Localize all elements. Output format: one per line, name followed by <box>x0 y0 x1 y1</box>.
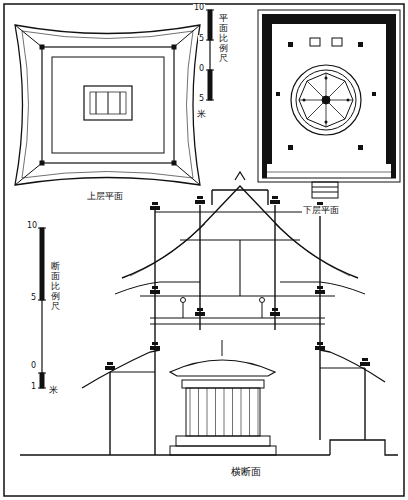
bracket <box>197 308 203 311</box>
label: 下层平面 <box>302 206 340 216</box>
cabinet-slat <box>224 388 225 436</box>
cabinet-slat <box>215 388 216 436</box>
cabinet-slat <box>198 388 199 436</box>
bracket <box>272 196 278 199</box>
lower-plan <box>258 10 400 198</box>
label: 5 <box>30 294 37 303</box>
label: 0 <box>30 362 37 371</box>
bracket <box>195 312 205 316</box>
cabinet-slat <box>207 388 208 436</box>
label: 10 <box>26 222 38 231</box>
bracket <box>107 362 113 365</box>
label: 米 <box>196 110 207 120</box>
label: 米 <box>48 386 59 396</box>
bracket <box>317 286 323 289</box>
label: 5 <box>198 35 205 44</box>
label: 0 <box>198 65 205 74</box>
cabinet-slat <box>232 388 233 436</box>
bracket <box>152 202 158 205</box>
label: 10 <box>193 4 205 13</box>
bracket <box>362 358 368 361</box>
bracket <box>197 196 203 199</box>
cross-section <box>20 172 398 455</box>
bracket <box>150 346 160 350</box>
label: 横断面 <box>230 466 262 477</box>
label: 上层平面 <box>86 192 124 202</box>
upper-plan <box>15 25 200 185</box>
bracket <box>315 290 325 294</box>
bracket <box>360 362 370 366</box>
bracket <box>270 200 280 204</box>
cabinet-slat <box>190 388 191 436</box>
section-scale <box>38 228 46 388</box>
bracket <box>150 290 160 294</box>
cabinet-slat <box>241 388 242 436</box>
bracket <box>152 342 158 345</box>
bracket <box>317 342 323 345</box>
scale-title: 断面比例尺 <box>50 262 61 311</box>
bracket <box>315 346 325 350</box>
bracket <box>317 202 323 205</box>
label: 5 <box>198 95 205 104</box>
cabinet-slat <box>258 388 259 436</box>
label: 1 <box>30 383 37 392</box>
cabinet-slat <box>249 388 250 436</box>
bracket <box>270 312 280 316</box>
plan-scale <box>206 10 214 100</box>
bracket <box>105 366 115 370</box>
bracket <box>150 206 160 210</box>
bracket <box>152 286 158 289</box>
bracket <box>195 200 205 204</box>
bracket <box>272 308 278 311</box>
scale-title: 平面比例尺 <box>218 14 229 63</box>
